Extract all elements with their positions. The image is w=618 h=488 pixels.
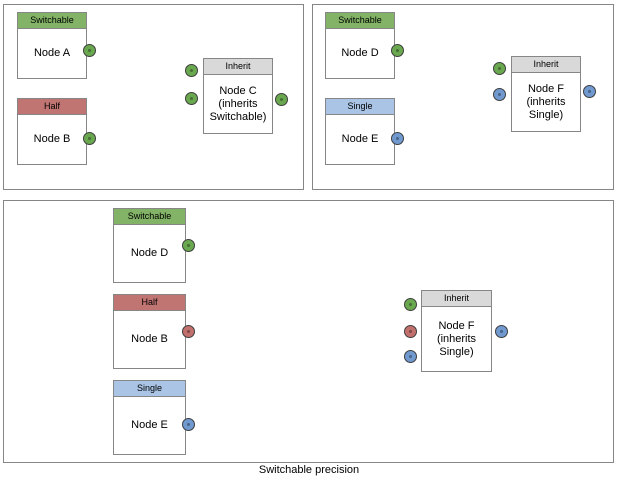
node-e2-header: Single xyxy=(114,381,185,397)
node-c-input-port-2[interactable] xyxy=(185,92,198,105)
node-b-label: Node B xyxy=(33,133,71,145)
node-a[interactable]: Switchable Node A xyxy=(17,12,87,79)
node-f2-input-port-2[interactable] xyxy=(404,325,417,338)
node-b[interactable]: Half Node B xyxy=(17,98,87,165)
node-d2-header: Switchable xyxy=(114,209,185,225)
node-b2-output-port[interactable] xyxy=(182,325,195,338)
node-b2-header: Half xyxy=(114,295,185,311)
node-b2-label: Node B xyxy=(131,333,168,345)
node-f-output-port[interactable] xyxy=(583,85,596,98)
node-f-input-port-1[interactable] xyxy=(493,62,506,75)
node-f2-input-port-3[interactable] xyxy=(404,350,417,363)
node-d-output-port[interactable] xyxy=(391,44,404,57)
diagram-caption: Switchable precision xyxy=(258,464,360,476)
node-f2-header: Inherit xyxy=(422,291,491,307)
node-d2[interactable]: Switchable Node D xyxy=(113,208,186,283)
node-c-header: Inherit xyxy=(204,59,272,75)
node-b-header: Half xyxy=(18,99,86,115)
node-f-header: Inherit xyxy=(512,57,580,73)
node-e[interactable]: Single Node E xyxy=(325,98,395,165)
node-d2-output-port[interactable] xyxy=(182,239,195,252)
node-b2[interactable]: Half Node B xyxy=(113,294,186,369)
node-d2-label: Node D xyxy=(130,247,169,259)
panel-bottom xyxy=(3,200,614,463)
node-e2[interactable]: Single Node E xyxy=(113,380,186,455)
node-a-label: Node A xyxy=(33,47,71,59)
node-a-output-port[interactable] xyxy=(83,44,96,57)
node-d-label: Node D xyxy=(341,47,379,59)
node-d-header: Switchable xyxy=(326,13,394,29)
node-e2-output-port[interactable] xyxy=(182,418,195,431)
node-f-input-port-2[interactable] xyxy=(493,88,506,101)
node-a-header: Switchable xyxy=(18,13,86,29)
node-b-output-port[interactable] xyxy=(83,132,96,145)
node-e-header: Single xyxy=(326,99,394,115)
node-c-input-port-1[interactable] xyxy=(185,64,198,77)
node-d[interactable]: Switchable Node D xyxy=(325,12,395,79)
node-f2-output-port[interactable] xyxy=(495,325,508,338)
node-e-label: Node E xyxy=(341,133,379,145)
node-e2-label: Node E xyxy=(131,419,168,431)
node-f2-input-port-1[interactable] xyxy=(404,298,417,311)
node-e-output-port[interactable] xyxy=(391,132,404,145)
node-c-output-port[interactable] xyxy=(275,93,288,106)
